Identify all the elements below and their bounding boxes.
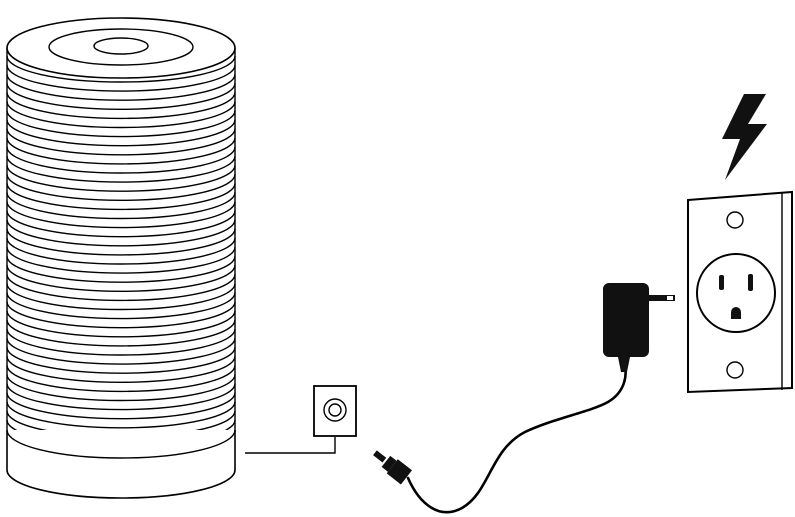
speaker-rib <box>6 201 236 229</box>
speaker-rib <box>6 401 236 429</box>
jack-housing <box>313 385 357 437</box>
speaker-rib <box>6 174 236 201</box>
adapter-prong-tip <box>667 296 673 300</box>
speaker-rib <box>6 83 236 110</box>
lightning-bolt-icon <box>722 94 767 180</box>
speaker-base <box>6 430 236 499</box>
speaker-rib <box>6 283 236 311</box>
speaker-rib <box>6 310 236 338</box>
speaker-rib <box>6 265 236 292</box>
speaker-rib <box>6 55 236 83</box>
speaker-top <box>6 17 236 79</box>
speaker-rib <box>6 165 236 192</box>
outlet-screw-top <box>726 211 744 229</box>
speaker-ribs <box>6 48 236 447</box>
speaker-rib <box>6 319 236 347</box>
outlet-slot-right <box>748 274 753 291</box>
speaker-rib <box>6 237 236 265</box>
speaker-rib <box>6 383 236 411</box>
plug-tip <box>373 450 387 463</box>
speaker-rib <box>6 183 236 211</box>
outlet-receptacle <box>696 253 776 333</box>
plug-body <box>386 459 412 485</box>
speaker-rib <box>6 392 236 420</box>
speaker-rib <box>6 146 236 174</box>
outlet-slot-left <box>719 275 724 290</box>
adapter-prong <box>649 295 675 301</box>
speaker-rib <box>6 338 236 365</box>
speaker-rib <box>6 256 236 283</box>
ac-power-adapter <box>603 283 675 372</box>
speaker-rib <box>6 192 236 220</box>
speaker-rib <box>6 374 236 402</box>
jack-outer-ring <box>323 398 347 422</box>
speaker-rib <box>6 228 236 256</box>
plug-collar <box>381 455 397 472</box>
speaker-to-jack-wire <box>245 437 336 454</box>
adapter-body <box>603 283 649 357</box>
speaker-rib <box>6 328 236 356</box>
speaker-rib <box>6 219 236 247</box>
barrel-plug <box>373 450 412 485</box>
power-cable <box>406 360 627 514</box>
adapter-strain-relief <box>618 357 630 372</box>
speaker-rib <box>6 356 236 383</box>
speaker-rib <box>6 156 236 183</box>
outlet-ground-hole <box>731 307 741 319</box>
dc-power-jack <box>313 385 357 437</box>
speaker-rib <box>6 101 236 129</box>
speaker-rib <box>6 301 236 329</box>
speaker-top-ring <box>48 28 194 66</box>
jack-inner-ring <box>328 403 342 417</box>
speaker-rib <box>6 74 236 101</box>
speaker-base-top-edge <box>6 429 236 459</box>
speaker-rib <box>6 292 236 320</box>
smart-speaker <box>6 17 236 499</box>
speaker-top-button <box>93 37 149 55</box>
speaker-rib <box>6 247 236 274</box>
speaker-rib <box>6 347 236 374</box>
speaker-rib <box>6 274 236 302</box>
speaker-rib <box>6 365 236 393</box>
outlet-screw-bottom <box>726 361 744 379</box>
wall-outlet <box>687 190 793 394</box>
speaker-rib <box>6 128 236 156</box>
speaker-rib <box>6 92 236 120</box>
speaker-rib <box>6 210 236 238</box>
speaker-rib <box>6 65 236 92</box>
speaker-rib <box>6 137 236 165</box>
speaker-rib <box>6 119 236 147</box>
speaker-rib <box>6 110 236 138</box>
